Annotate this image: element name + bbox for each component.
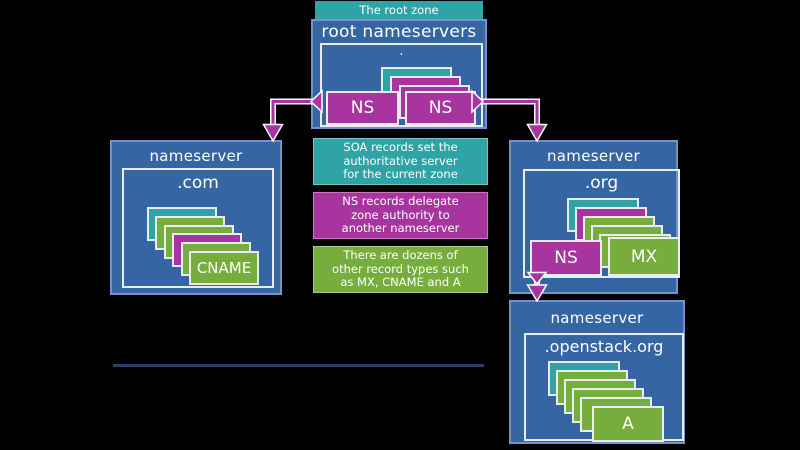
root-nameservers-box: root nameservers . NS NS: [311, 19, 487, 129]
com-nameserver-title: nameserver: [149, 147, 243, 165]
root-zone-name: .: [399, 44, 404, 59]
root-ns-record-left: NS: [326, 91, 399, 125]
a-record-card: A: [592, 406, 664, 442]
legend-line: another nameserver: [341, 221, 460, 236]
cname-record-card: CNAME: [189, 251, 259, 285]
org-zone-name: .org: [584, 173, 619, 193]
legend-other-records: There are dozens of other record types s…: [313, 246, 488, 293]
root-zone-records-panel: . NS NS: [320, 43, 483, 127]
legend-line: SOA records set the: [343, 140, 458, 155]
org-ns-record-card: NS: [530, 240, 602, 276]
legend-line: for the current zone: [343, 167, 458, 182]
org-nameserver-box: nameserver .org NS MX: [509, 140, 680, 294]
com-zone-name: .com: [177, 173, 219, 193]
root-ns-record-right: NS: [405, 91, 476, 125]
openstack-nameserver-title: nameserver: [550, 309, 644, 327]
legend-line: other record types such: [332, 261, 469, 276]
legend-line: NS records delegate: [342, 194, 459, 209]
openstack-nameserver-box: nameserver .openstack.org A: [509, 300, 685, 444]
legend-line: zone authority to: [351, 207, 450, 222]
org-nameserver-title: nameserver: [546, 147, 641, 165]
legend-soa-records: SOA records set the authoritative server…: [313, 138, 488, 185]
divider-line: [113, 364, 484, 367]
com-nameserver-box: nameserver .com CNAME: [110, 140, 282, 295]
legend-line: as MX, CNAME and A: [340, 275, 461, 290]
legend-ns-records: NS records delegate zone authority to an…: [313, 192, 488, 239]
root-nameservers-title: root nameservers: [321, 22, 477, 42]
root-zone-banner: The root zone: [315, 1, 483, 19]
openstack-zone-records-panel: .openstack.org A: [524, 333, 684, 442]
legend-line: authoritative server: [343, 153, 458, 168]
arrow-head-down: [262, 123, 284, 143]
com-zone-records-panel: .com CNAME: [122, 168, 274, 288]
org-zone-records-panel: .org NS MX: [523, 169, 680, 278]
arrow-head-down: [526, 123, 548, 143]
legend-line: There are dozens of: [343, 248, 458, 263]
openstack-zone-name: .openstack.org: [544, 337, 664, 356]
org-mx-record-card: MX: [608, 237, 680, 276]
